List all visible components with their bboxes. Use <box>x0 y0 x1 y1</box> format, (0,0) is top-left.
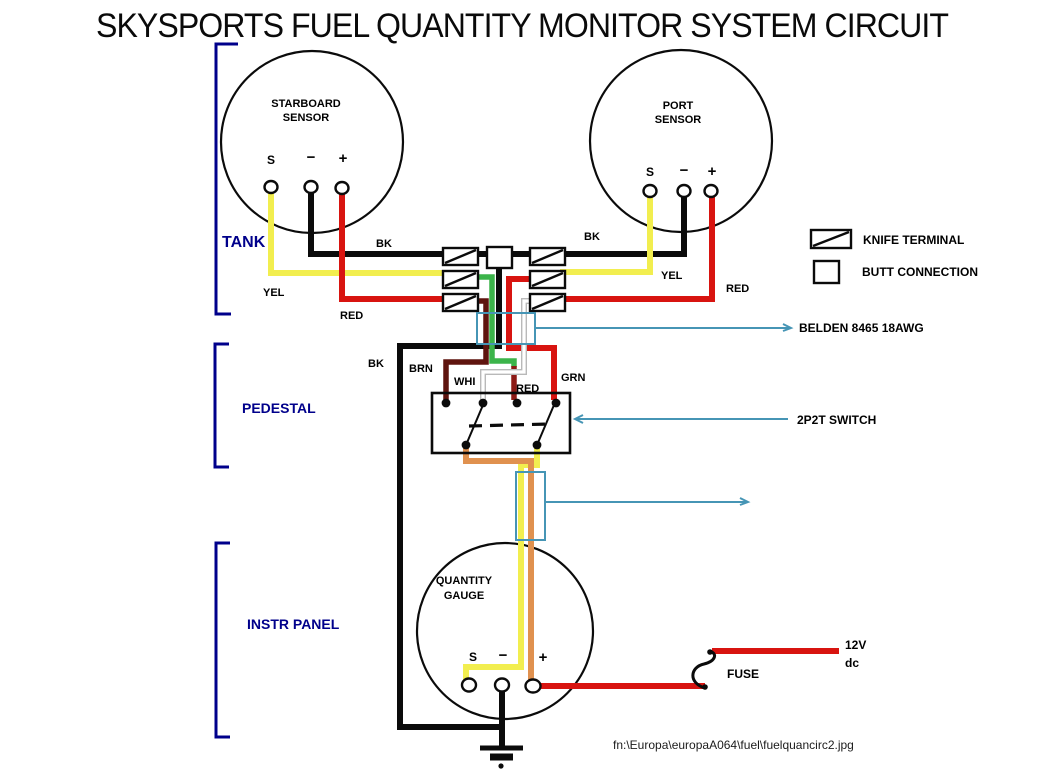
knife-terminal-l3 <box>441 292 480 313</box>
ped-red-label: RED <box>516 383 539 395</box>
switch-contacts <box>441 398 561 450</box>
port-bk-label: BK <box>584 231 600 243</box>
knife-terminal-bank <box>441 245 567 313</box>
port-yel-label: YEL <box>661 270 683 282</box>
starboard-sensor-name-2: SENSOR <box>283 112 330 124</box>
belden-callout-arrow <box>782 323 794 332</box>
gauge-terminal-plus: + <box>539 649 548 666</box>
switch-callout-label: 2P2T SWITCH <box>797 413 876 427</box>
gauge-terminal-minus: − <box>499 647 508 664</box>
ped-whi-label: WHI <box>454 376 475 388</box>
switch-callout-arrow <box>572 414 584 424</box>
instr-panel-bracket <box>214 541 230 739</box>
switch-2p2t <box>430 391 572 455</box>
starboard-sensor-name-1: STARBOARD <box>271 98 341 110</box>
knife-terminal-r1 <box>528 246 567 267</box>
wire-port-signal-yellow <box>560 194 653 275</box>
knife-terminal-r2 <box>528 269 567 290</box>
legend: KNIFE TERMINAL BUTT CONNECTION <box>809 228 978 285</box>
wire-bank-red <box>506 276 557 400</box>
stbd-terminal-minus: − <box>307 149 316 166</box>
quantity-gauge-name-1: QUANTITY <box>436 575 493 587</box>
legend-butt-symbol <box>812 259 841 285</box>
port-terminal-minus: − <box>680 162 689 179</box>
knife-terminal-r3 <box>528 292 567 313</box>
fuse-symbol <box>691 649 717 690</box>
wire-port-plus-red <box>560 194 715 302</box>
tank-bracket <box>214 42 238 316</box>
stbd-terminal-plus: + <box>339 150 348 167</box>
legend-knife-symbol <box>809 228 853 250</box>
wire-bank-white <box>481 299 532 400</box>
port-sensor-name-1: PORT <box>663 100 694 112</box>
wire-switch-to-gauge-yellow <box>463 446 540 684</box>
port-sensor-name-2: SENSOR <box>655 114 702 126</box>
butt-connection-symbol <box>485 245 514 270</box>
zone-brackets <box>213 42 238 739</box>
filename-caption: fn:\Europa\europaA064\fuel\fuelquancirc2… <box>613 738 854 752</box>
legend-butt-label: BUTT CONNECTION <box>862 265 978 279</box>
wire-bank-brown <box>443 298 489 400</box>
switch-link-dashed <box>468 422 550 428</box>
quantity-gauge-name-2: GAUGE <box>444 590 484 602</box>
callout-lines <box>476 312 794 541</box>
pedestal-label: PEDESTAL <box>242 400 316 416</box>
stbd-terminal-s: S <box>267 153 275 167</box>
fuse-label: FUSE <box>727 667 759 681</box>
ped-brn-label: BRN <box>409 363 433 375</box>
stbd-bk-label: BK <box>376 238 392 250</box>
page-title: SKYSPORTS FUEL QUANTITY MONITOR SYSTEM C… <box>96 7 948 45</box>
cable-callout-arrow-2 <box>739 497 751 506</box>
legend-knife-label: KNIFE TERMINAL <box>863 233 964 247</box>
knife-terminal-l1 <box>441 246 480 267</box>
ped-grn-label: GRN <box>561 372 586 384</box>
port-terminal-s: S <box>646 165 654 179</box>
wire-stbd-plus-red <box>339 190 450 302</box>
stbd-red-label: RED <box>340 310 363 322</box>
wire-stbd-signal-yellow <box>268 189 450 276</box>
voltage-label: 12V <box>845 638 866 652</box>
tank-label: TANK <box>222 234 266 251</box>
gauge-terminal-s: S <box>469 650 477 664</box>
port-red-label: RED <box>726 283 749 295</box>
pedestal-bracket <box>213 342 229 469</box>
ped-bk-label: BK <box>368 358 384 370</box>
sensor-terminals <box>263 179 719 694</box>
wire-ground-loop-black <box>397 266 503 730</box>
switch-arm-2 <box>536 404 555 446</box>
current-type-label: dc <box>845 656 859 670</box>
ground-symbol <box>480 745 523 769</box>
belden-callout-label: BELDEN 8465 18AWG <box>799 321 924 335</box>
stbd-yel-label: YEL <box>263 287 285 299</box>
port-terminal-plus: + <box>708 163 717 180</box>
instr-panel-label: INSTR PANEL <box>247 616 340 632</box>
cable-box-2 <box>515 471 546 541</box>
wire-bank-green <box>476 274 517 367</box>
knife-terminal-l2 <box>441 269 480 290</box>
